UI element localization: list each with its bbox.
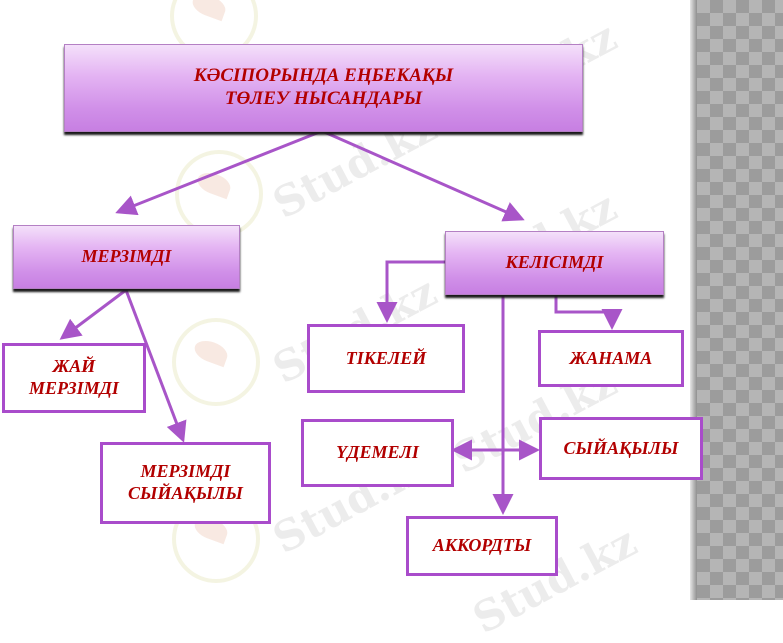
node-tikelei: ТІКЕЛЕЙ <box>307 324 465 393</box>
node-udemeli: ҮДЕМЕЛІ <box>301 419 454 487</box>
arrow-root-to-kelisimdi <box>321 129 525 222</box>
arrow-kelisimdi-to-tikelei <box>376 260 446 323</box>
node-zhai-merzimdi: ЖАЙ МЕРЗІМДІ <box>2 343 146 413</box>
node-syiakyly: СЫЙАҚЫЛЫ <box>539 417 703 480</box>
arrow-merzimdi-to-zhai <box>59 288 127 340</box>
arrow-root-to-merzimdi <box>115 129 323 216</box>
node-merzimdi: МЕРЗІМДІ <box>13 225 240 289</box>
node-merzimdi-syiakyly: МЕРЗІМДІ СЫЙАҚЫЛЫ <box>100 442 271 524</box>
decorative-side-stripe <box>697 0 783 600</box>
arrow-merzimdi-to-syiakyly <box>124 289 187 443</box>
connector-arrows <box>59 129 623 515</box>
node-zhanama: ЖАНАМА <box>538 330 684 387</box>
node-kelisimdi: КЕЛІСІМДІ <box>445 231 664 295</box>
node-root: КӘСІПОРЫНДА ЕҢБЕКАҚЫ ТӨЛЕУ НЫСАНДАРЫ <box>64 44 583 132</box>
side-stripe-edge <box>690 0 697 600</box>
node-akkordty: АККОРДТЫ <box>406 516 558 576</box>
arrow-kelisimdi-to-zhanama <box>554 296 623 330</box>
